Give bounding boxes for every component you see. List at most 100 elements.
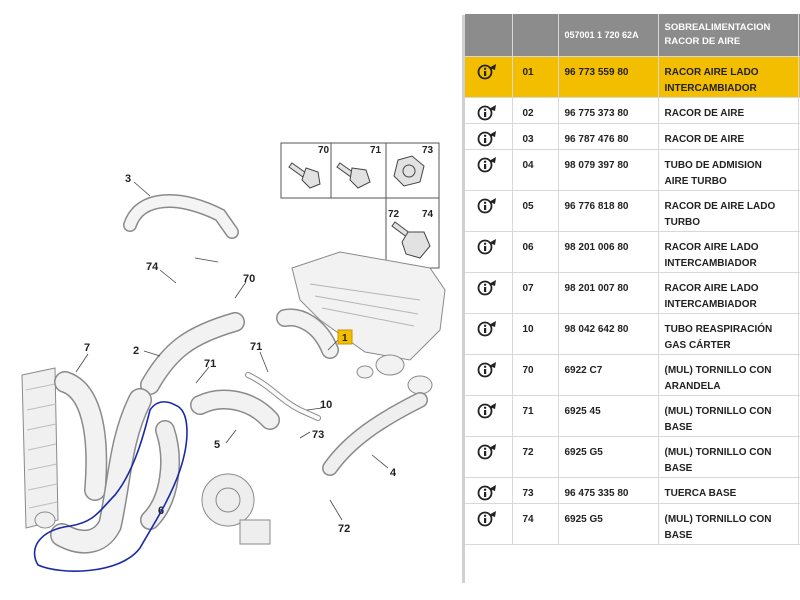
row-reference: 96 787 476 80	[558, 123, 659, 150]
callout-2: 2	[133, 345, 139, 357]
intercooler	[21, 367, 59, 529]
row-reference: 96 776 818 80	[558, 190, 659, 232]
header-doc-number: 057001 1 720 62A	[558, 14, 659, 57]
row-index: 07	[512, 272, 559, 314]
info-link-icon[interactable]	[477, 401, 499, 419]
row-reference: 6922 C7	[558, 354, 659, 396]
info-link-icon[interactable]	[477, 360, 499, 378]
row-index: 05	[512, 190, 559, 232]
info-link-icon[interactable]	[477, 483, 499, 501]
row-reference: 98 079 397 80	[558, 149, 659, 191]
leader-lines	[75, 181, 389, 521]
row-description: RACOR DE AIRE	[658, 97, 799, 124]
header-index-col	[512, 14, 559, 57]
row-index: 72	[512, 436, 559, 478]
row-index: 10	[512, 313, 559, 355]
info-link-icon[interactable]	[477, 155, 499, 173]
row-reference: 98 201 006 80	[558, 231, 659, 273]
row-index: 71	[512, 395, 559, 437]
inset-label-72: 72	[388, 209, 400, 220]
info-link-icon[interactable]	[477, 319, 499, 337]
parts-table-panel: 057001 1 720 62A SOBREALIMENTACION RACOR…	[465, 14, 800, 600]
row-reference: 6925 G5	[558, 436, 659, 478]
hand-annotation-outline	[33, 401, 188, 572]
callout-5: 5	[214, 439, 220, 451]
air-hoses	[50, 194, 428, 554]
table-header-row: 057001 1 720 62A SOBREALIMENTACION RACOR…	[465, 14, 800, 57]
row-index: 06	[512, 231, 559, 273]
info-link-icon[interactable]	[477, 129, 499, 147]
table-row-73[interactable]: 73 96 475 335 80 TUERCA BASE	[465, 477, 800, 504]
row-index: 02	[512, 97, 559, 124]
table-row-02[interactable]: 02 96 775 373 80 RACOR DE AIRE	[465, 97, 800, 124]
fastener-inset-top: 70 71 73 72 74	[280, 142, 440, 269]
callout-10: 10	[320, 399, 332, 411]
row-index: 04	[512, 149, 559, 191]
row-index: 73	[512, 477, 559, 504]
inset-label-71: 71	[370, 145, 382, 156]
callout-1-highlight[interactable]: 1	[337, 329, 353, 345]
row-reference: 96 475 335 80	[558, 477, 659, 504]
turbocharger	[201, 473, 271, 545]
row-index: 01	[512, 56, 559, 98]
row-reference: 98 201 007 80	[558, 272, 659, 314]
row-description: TUERCA BASE	[658, 477, 799, 504]
inset-label-74: 74	[422, 209, 434, 220]
panel-divider	[462, 15, 465, 583]
info-link-icon[interactable]	[477, 442, 499, 460]
header-description: SOBREALIMENTACION RACOR DE AIRE	[658, 14, 799, 57]
header-icon-col	[465, 14, 513, 57]
info-link-icon[interactable]	[477, 237, 499, 255]
row-reference: 6925 G5	[558, 503, 659, 545]
callout-3: 3	[125, 173, 131, 185]
info-link-icon[interactable]	[477, 62, 499, 80]
exploded-parts-diagram: 70 71 73 72 74	[21, 142, 446, 572]
callout-70: 70	[243, 273, 255, 285]
inset-label-70: 70	[318, 145, 330, 156]
info-link-icon[interactable]	[477, 196, 499, 214]
inset-label-73: 73	[422, 145, 434, 156]
callout-1: 1	[342, 333, 348, 344]
parts-table: 057001 1 720 62A SOBREALIMENTACION RACOR…	[465, 14, 800, 545]
row-description: RACOR DE AIRE	[658, 123, 799, 150]
callout-71-a: 71	[204, 358, 216, 370]
callout-71-b: 71	[250, 341, 262, 353]
row-reference: 98 042 642 80	[558, 313, 659, 355]
callout-73: 73	[312, 429, 324, 441]
row-reference: 96 773 559 80	[558, 56, 659, 98]
callout-72: 72	[338, 523, 350, 535]
info-link-icon[interactable]	[477, 103, 499, 121]
row-index: 74	[512, 503, 559, 545]
row-index: 70	[512, 354, 559, 396]
row-index: 03	[512, 123, 559, 150]
callout-4: 4	[390, 467, 397, 479]
table-row-03[interactable]: 03 96 787 476 80 RACOR DE AIRE	[465, 123, 800, 150]
callout-7: 7	[84, 342, 90, 354]
intake-manifold	[291, 251, 446, 395]
row-reference: 96 775 373 80	[558, 97, 659, 124]
row-reference: 6925 45	[558, 395, 659, 437]
callout-74: 74	[146, 261, 159, 273]
info-link-icon[interactable]	[477, 509, 499, 527]
info-link-icon[interactable]	[477, 278, 499, 296]
